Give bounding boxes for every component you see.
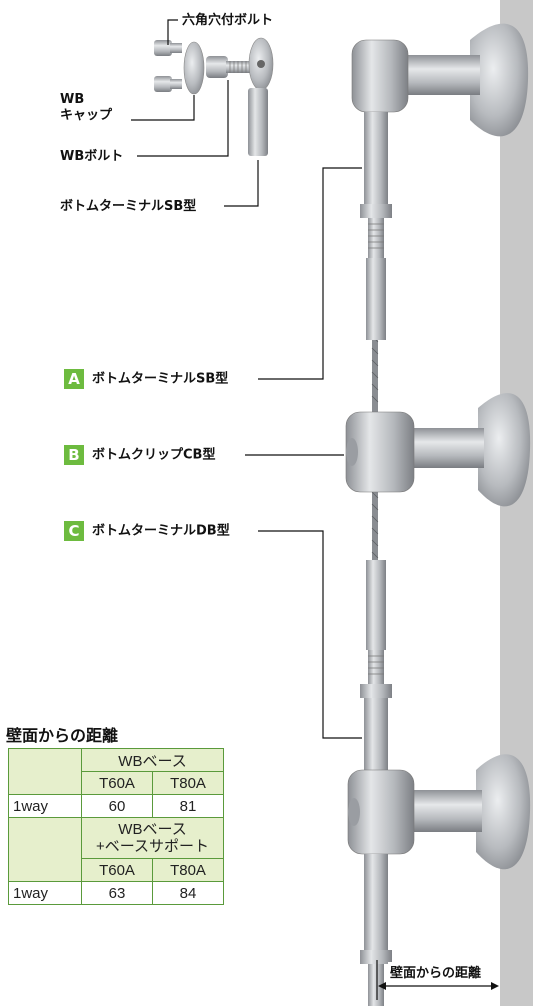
badge-c: C — [64, 521, 84, 541]
callout-a-label: ボトムターミナルSB型 — [92, 371, 229, 387]
table-cell-60: 60 — [81, 794, 153, 818]
table-group-header-2-line1: WBベース — [118, 821, 187, 838]
label-wb-bolt: WBボルト — [60, 149, 124, 164]
table-corner-2 — [8, 817, 82, 882]
table-col-t80a-1: T80A — [151, 771, 225, 795]
fitting-top — [351, 23, 529, 340]
label-hex-socket-bolt: 六角穴付ボルト — [182, 13, 274, 28]
label-wb-cap-line1: WB — [60, 92, 85, 107]
bottom-terminal-sb-part — [248, 37, 274, 156]
fitting-lower-terminal — [360, 560, 392, 780]
table-row-label-2: 1way — [8, 881, 82, 905]
badge-b: B — [64, 445, 84, 465]
fitting-leader-lines — [245, 167, 362, 739]
distance-table-title: 壁面からの距離 — [6, 726, 119, 745]
table-cell-63: 63 — [81, 881, 153, 905]
distance-dimension-line — [376, 960, 499, 1000]
table-col-t60a-1: T60A — [81, 771, 153, 795]
callout-b: B ボトムクリップCB型 — [64, 445, 215, 465]
table-col-t60a-2: T60A — [81, 858, 153, 882]
callout-a: A ボトムターミナルSB型 — [64, 369, 228, 389]
wb-cap-part — [183, 41, 205, 95]
table-group-header-1: WBベース — [81, 748, 224, 772]
table-group-header-2-line2: +ベースサポート — [95, 838, 209, 855]
table-cell-84: 84 — [151, 881, 225, 905]
distance-table: WBベース T60A T80A 1way 60 81 WBベース +ベースサポー… — [8, 748, 225, 905]
callout-b-label: ボトムクリップCB型 — [92, 447, 216, 463]
table-corner-1 — [8, 748, 82, 795]
callout-c: C ボトムターミナルDB型 — [64, 521, 230, 541]
hex-socket-bolts — [154, 40, 182, 92]
label-bottom-terminal-sb-part: ボトムターミナルSB型 — [60, 199, 197, 214]
wb-bolt-part — [206, 56, 250, 78]
fitting-bottom — [347, 754, 531, 1006]
table-group-header-2: WBベース +ベースサポート — [81, 817, 224, 859]
badge-a: A — [64, 369, 84, 389]
label-wb-cap-line2: キャップ — [60, 108, 113, 123]
table-row-label-1: 1way — [8, 794, 82, 818]
fitting-middle — [345, 393, 531, 507]
table-cell-81: 81 — [151, 794, 225, 818]
callout-c-label: ボトムターミナルDB型 — [92, 523, 230, 539]
part-leader-lines — [131, 19, 259, 207]
table-col-t80a-2: T80A — [151, 858, 225, 882]
distance-dimension-label: 壁面からの距離 — [388, 962, 484, 981]
